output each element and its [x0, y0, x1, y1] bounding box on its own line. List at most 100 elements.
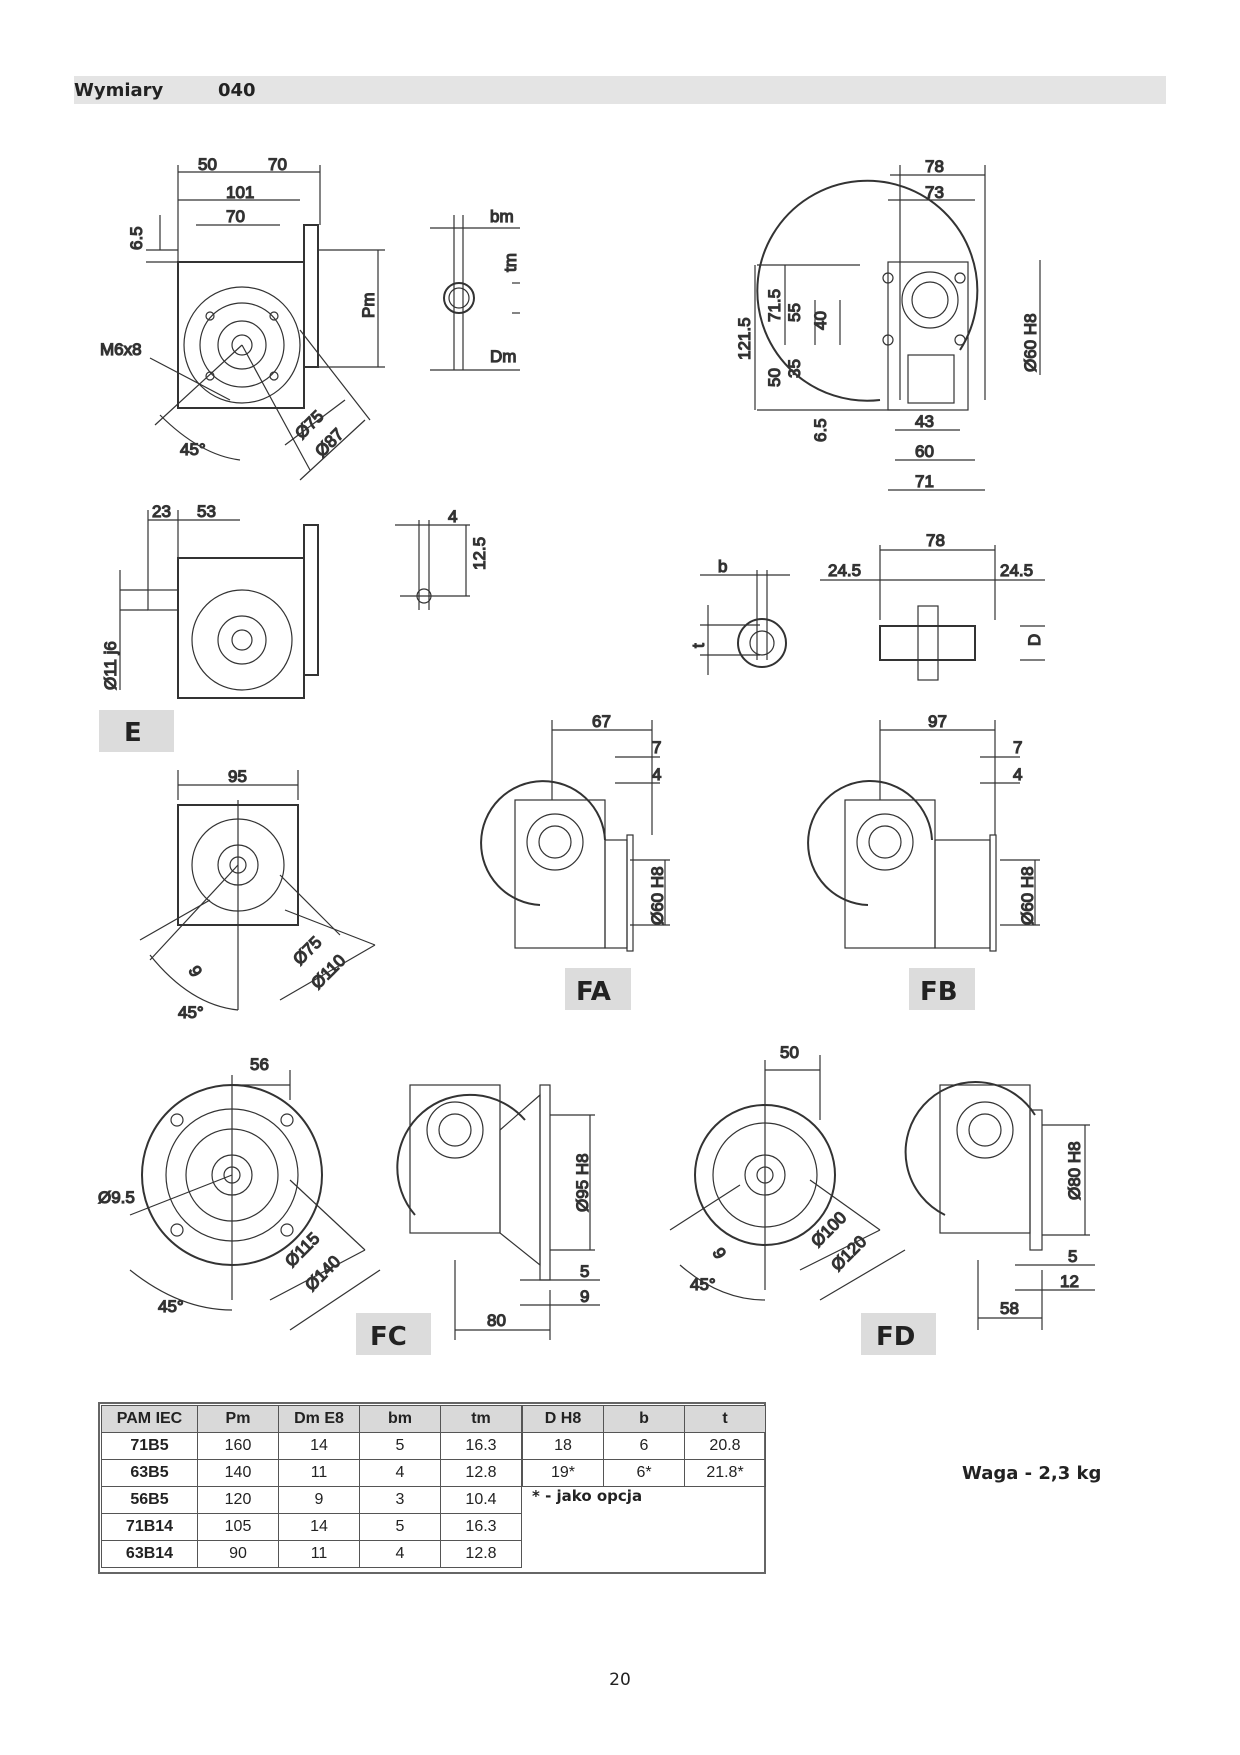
- dim-d75-f95: Ø75: [289, 933, 325, 969]
- table-row: 71B5 160 14 5 16.3: [101, 1432, 522, 1460]
- dim-4-key: 4: [448, 507, 457, 526]
- label-e: E: [124, 718, 142, 748]
- dim-7-fa: 7: [652, 738, 661, 757]
- col-dm: Dm E8: [278, 1405, 360, 1433]
- cell: 14: [278, 1432, 360, 1460]
- cell: 5: [359, 1432, 441, 1460]
- dim-71: 71: [915, 472, 934, 491]
- dim-45deg-f95: 45°: [178, 1003, 204, 1022]
- dim-7-fb: 7: [1013, 738, 1022, 757]
- dim-d80h8: Ø80 H8: [1065, 1141, 1084, 1200]
- cell: 20.8: [684, 1432, 766, 1460]
- fa-view: 67 7 4 Ø60 H8: [480, 711, 670, 952]
- dim-95: 95: [228, 767, 247, 786]
- dim-5-fc: 5: [580, 1262, 589, 1281]
- main-view: 50 70 101 70 6.5 M6x8 Pm 45° Ø75 Ø87: [99, 154, 385, 481]
- cell: 71B14: [101, 1513, 198, 1541]
- dim-4-fb: 4: [1013, 765, 1022, 784]
- cell: 18: [522, 1432, 604, 1460]
- dim-24-5-left: 24.5: [828, 561, 861, 580]
- fb-view: 97 7 4 Ø60 H8: [807, 711, 1040, 952]
- cell: 63B14: [101, 1540, 198, 1568]
- cell: 16.3: [440, 1432, 522, 1460]
- col-bm: bm: [359, 1405, 441, 1433]
- dim-tm: tm: [501, 253, 520, 272]
- dim-9-fd-front: 9: [709, 1245, 730, 1263]
- cell: 63B5: [101, 1459, 198, 1487]
- dim-55: 55: [785, 303, 804, 322]
- dim-d60h8: Ø60 H8: [1021, 313, 1040, 372]
- dim-6-5: 6.5: [127, 226, 146, 250]
- cell: 11: [278, 1540, 360, 1568]
- dim-d60h8-fb: Ø60 H8: [1018, 866, 1037, 925]
- dim-9-fc: 9: [580, 1287, 589, 1306]
- cell: 3: [359, 1486, 441, 1514]
- dim-d140: Ø140: [301, 1252, 344, 1295]
- dim-78: 78: [925, 157, 944, 176]
- dim-40: 40: [811, 311, 830, 330]
- cell: 160: [197, 1432, 279, 1460]
- side-view: 78 73 121.5 71.5 55 40 50 35 6.5 43 60 7…: [734, 156, 1041, 492]
- label-fc: FC: [370, 1322, 407, 1352]
- dim-35: 35: [785, 359, 804, 378]
- dim-23: 23: [152, 502, 171, 521]
- table-header-row: D H8 b t: [522, 1405, 766, 1433]
- cell: 16.3: [440, 1513, 522, 1541]
- cell: 105: [197, 1513, 279, 1541]
- cell: 4: [359, 1459, 441, 1487]
- cell: 9: [278, 1486, 360, 1514]
- flange95-view: 95 9 45° Ø75 Ø110: [139, 766, 376, 1023]
- dim-d: D: [1025, 634, 1044, 646]
- option-note: * - jako opcja: [532, 1487, 643, 1505]
- table-row: 19* 6* 21.8*: [522, 1459, 766, 1487]
- dim-50-fd: 50: [780, 1043, 799, 1062]
- dim-12-fd: 12: [1060, 1272, 1079, 1291]
- dim-6-5-side: 6.5: [811, 418, 830, 442]
- table-row: 56B5 120 9 3 10.4: [101, 1486, 522, 1514]
- col-d-h8: D H8: [522, 1405, 604, 1433]
- col-t: t: [684, 1405, 766, 1433]
- dim-45deg: 45°: [180, 440, 206, 459]
- dim-50-side: 50: [765, 368, 784, 387]
- weight-label: Waga - 2,3 kg: [962, 1463, 1102, 1484]
- section-title: Wymiary: [74, 80, 164, 101]
- dim-80: 80: [487, 1311, 506, 1330]
- dim-45deg-fc: 45°: [158, 1297, 184, 1316]
- dim-50: 50: [198, 155, 217, 174]
- dim-5-fd: 5: [1068, 1247, 1077, 1266]
- cell: 14: [278, 1513, 360, 1541]
- cell: 21.8*: [684, 1459, 766, 1487]
- dim-67: 67: [592, 712, 611, 731]
- dim-bm: bm: [490, 207, 514, 226]
- key-view: 4 12.5: [395, 506, 490, 610]
- dim-71-5: 71.5: [765, 289, 784, 322]
- dim-60: 60: [915, 442, 934, 461]
- dim-12-5: 12.5: [470, 537, 489, 570]
- cell: 6*: [603, 1459, 685, 1487]
- shaft-view: bm tm Dm: [430, 206, 521, 371]
- label-fb-box: [909, 968, 975, 1010]
- cell: 140: [197, 1459, 279, 1487]
- label-fa: FA: [576, 977, 611, 1007]
- dim-58: 58: [1000, 1299, 1019, 1318]
- dim-45deg-fd: 45°: [690, 1275, 716, 1294]
- page-number: 20: [609, 1670, 631, 1690]
- dim-4-fa: 4: [652, 765, 661, 784]
- fc-side-view: Ø95 H8 5 9 80: [396, 1084, 600, 1340]
- col-tm: tm: [440, 1405, 522, 1433]
- dim-78-hollow: 78: [926, 531, 945, 550]
- cell: 12.8: [440, 1540, 522, 1568]
- dim-53: 53: [197, 502, 216, 521]
- fd-side-view: Ø80 H8 5 12 58: [904, 1081, 1095, 1330]
- dim-m6x8: M6x8: [100, 340, 142, 359]
- cell: 120: [197, 1486, 279, 1514]
- gearbox-size: 040: [218, 80, 256, 101]
- cell: 4: [359, 1540, 441, 1568]
- table-row: 71B14 105 14 5 16.3: [101, 1513, 522, 1541]
- fd-front-view: 50 9 45° Ø100 Ø120: [669, 1042, 906, 1301]
- dim-121-5: 121.5: [735, 317, 754, 360]
- cell: 90: [197, 1540, 279, 1568]
- dim-d11j6: Ø11 j6: [101, 641, 120, 690]
- cell: 71B5: [101, 1432, 198, 1460]
